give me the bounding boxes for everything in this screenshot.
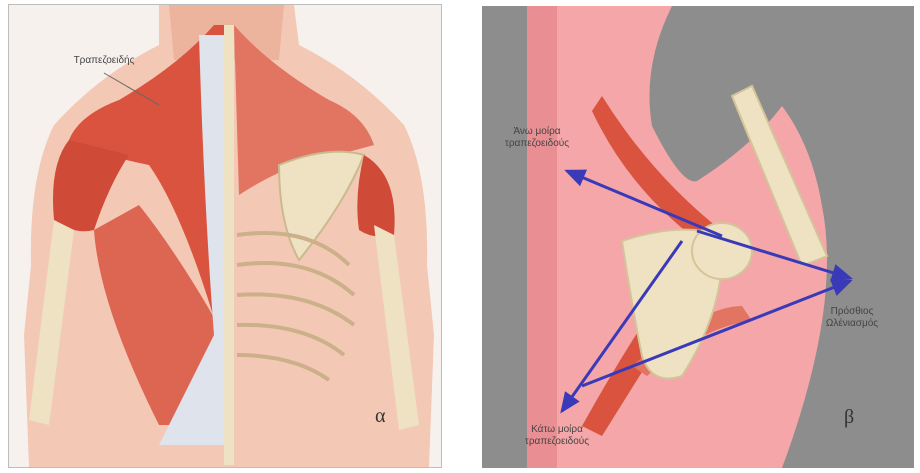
spine [224,25,234,465]
shade-strip [527,6,557,468]
label-upper-line1: Άνω μοίρα [482,126,592,138]
label-upper-trapezius: Άνω μοίρα τραπεζοειδούς [482,126,592,150]
label-lower-trapezius: Κάτω μοίρα τραπεζοειδούς [502,424,612,448]
label-lower-line1: Κάτω μοίρα [502,424,612,436]
panel-trapezius-action: Άνω μοίρα τραπεζοειδούς Πρόσθιος Ωλένιασ… [482,6,914,468]
label-upper-line2: τραπεζοειδούς [482,138,592,150]
label-acromion-line1: Πρόσθιος [802,306,902,318]
label-acromion: Πρόσθιος Ωλένιασμός [802,306,902,330]
trapezius-action-diagram [482,6,914,468]
label-acromion-line2: Ωλένιασμός [802,318,902,330]
back-anatomy-illustration [9,5,441,467]
panel-letter-b: β [844,406,854,429]
panel-letter-a: α [375,405,385,428]
label-trapezius: Τραπεζοειδής [39,55,169,67]
panel-back-anatomy: Τραπεζοειδής α [8,4,442,468]
label-lower-line2: τραπεζοειδούς [502,436,612,448]
